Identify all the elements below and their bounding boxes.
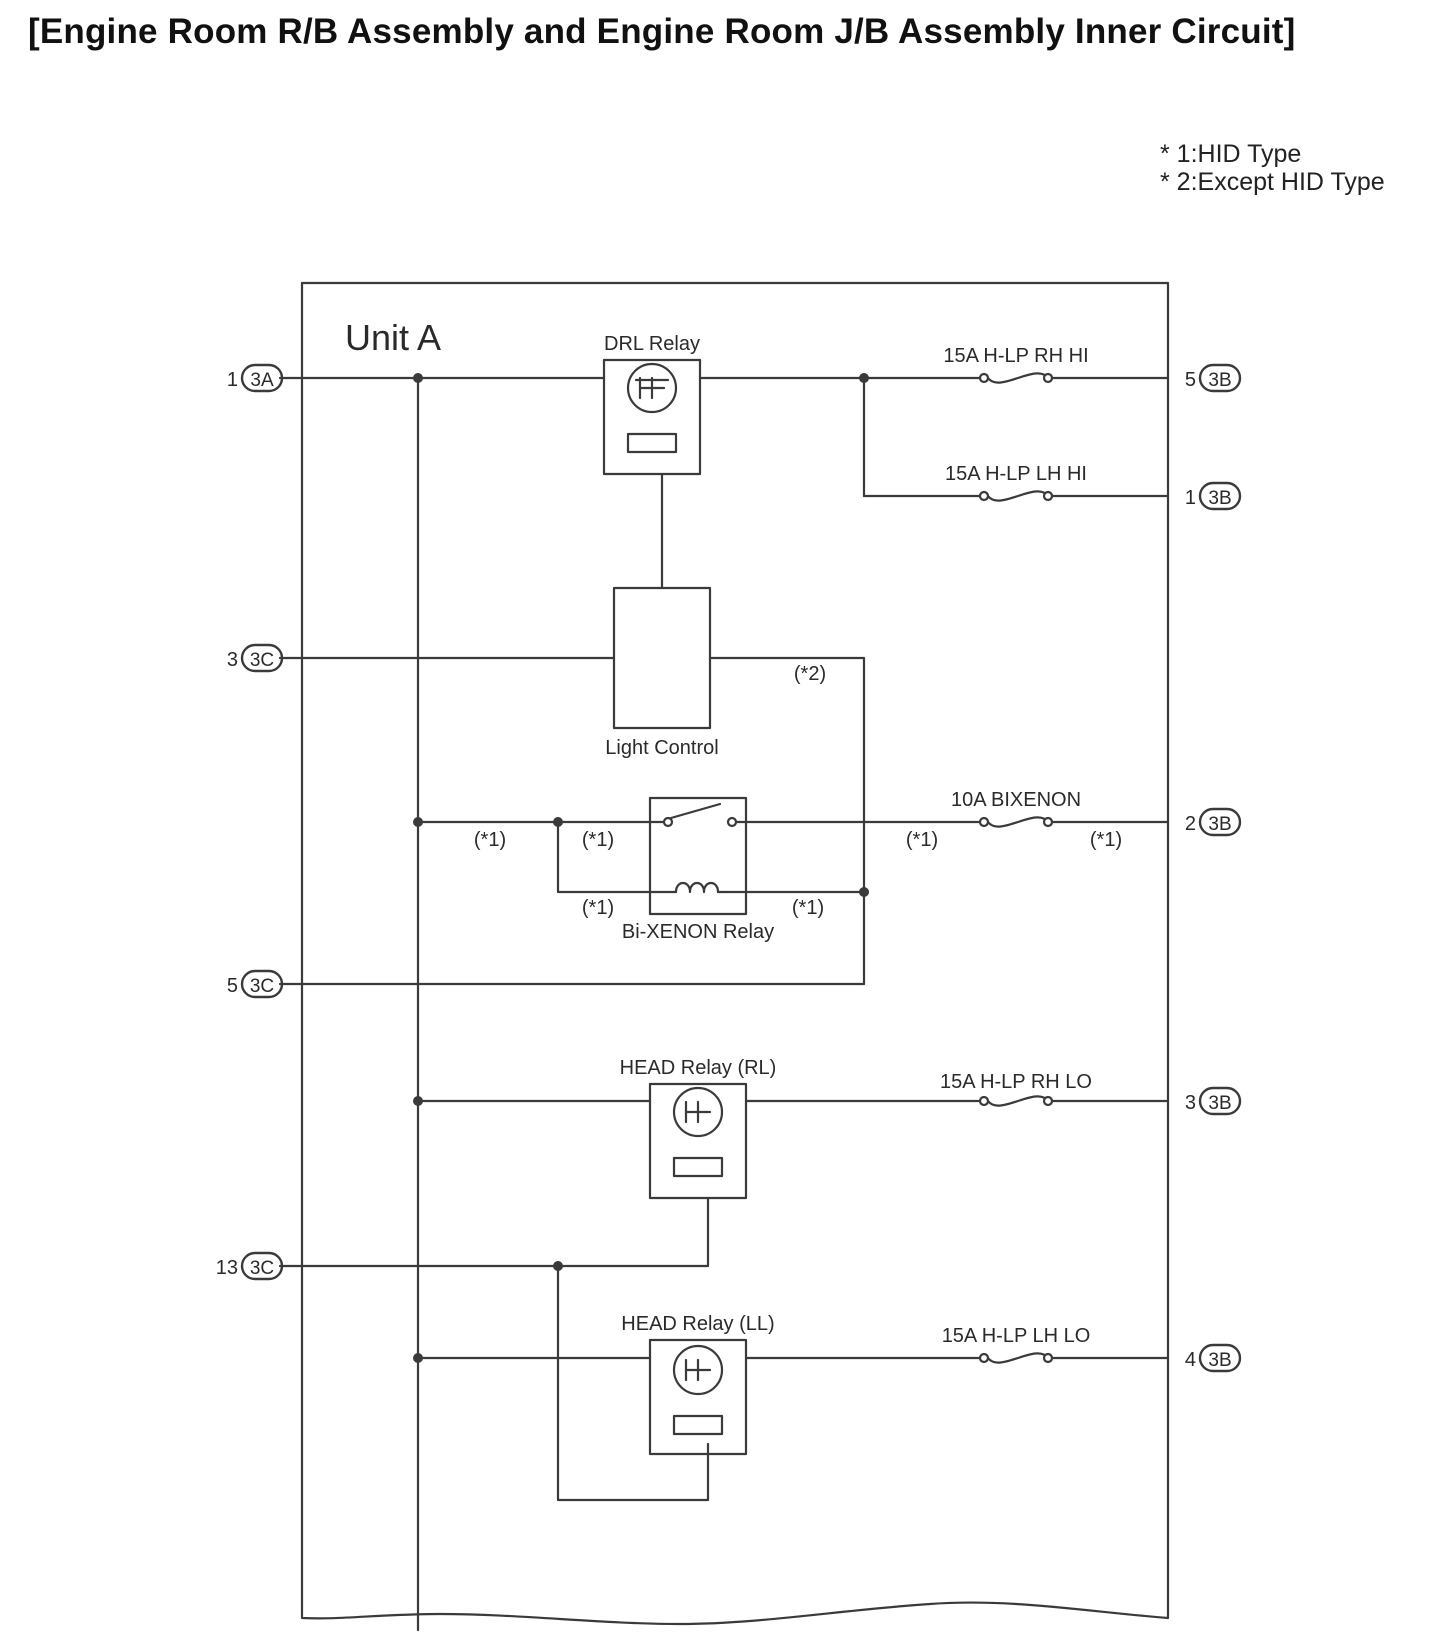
- svg-text:4: 4: [1185, 1349, 1196, 1371]
- bixenon-relay-label: Bi-XENON Relay: [622, 921, 774, 943]
- svg-text:2: 2: [1185, 813, 1196, 835]
- bixenon-relay: [648, 796, 748, 916]
- svg-text:3B: 3B: [1208, 488, 1231, 509]
- connector-left-3a-pin1: 1 3A: [227, 363, 284, 393]
- connector-right-3b-pin3: 3 3B: [1185, 1086, 1242, 1116]
- fuse-rh-lo: [978, 1095, 1054, 1107]
- light-control-label: Light Control: [605, 737, 718, 759]
- drl-relay-label: DRL Relay: [604, 333, 700, 355]
- connector-right-3b-pin4: 4 3B: [1185, 1343, 1242, 1373]
- svg-text:3B: 3B: [1208, 1093, 1231, 1114]
- fuse-lh-lo-label: 15A H-LP LH LO: [942, 1325, 1091, 1347]
- drl-relay: [602, 358, 702, 476]
- wire-control-star2: [708, 656, 866, 986]
- fuse-lh-lo: [978, 1352, 1054, 1364]
- fuse-rh-lo-label: 15A H-LP RH LO: [940, 1071, 1092, 1093]
- svg-text:13: 13: [216, 1257, 238, 1279]
- wire-head-ll-coil-loop: [556, 1264, 710, 1502]
- marker-star1-d: (*1): [1090, 829, 1122, 851]
- connector-left-3c-pin5: 5 3C: [227, 969, 284, 999]
- svg-text:1: 1: [1185, 487, 1196, 509]
- connector-left-3c-pin13: 13 3C: [216, 1251, 284, 1281]
- svg-text:3C: 3C: [250, 1258, 274, 1279]
- marker-star1-b: (*1): [582, 829, 614, 851]
- svg-text:5: 5: [227, 975, 238, 997]
- type-notes: * 1:HID Type * 2:Except HID Type: [1160, 140, 1385, 196]
- svg-text:3B: 3B: [1208, 1350, 1231, 1371]
- svg-text:3C: 3C: [250, 650, 274, 671]
- connector-left-3c-pin3: 3 3C: [227, 643, 284, 673]
- junction-dots: [413, 373, 869, 1363]
- head-relay-ll-label: HEAD Relay (LL): [621, 1313, 774, 1335]
- marker-star1-a: (*1): [474, 829, 506, 851]
- note-hid-type: * 1:HID Type: [1160, 140, 1302, 168]
- head-relay-rl: [648, 1082, 748, 1200]
- svg-text:3: 3: [227, 649, 238, 671]
- connector-right-3b-pin1: 1 3B: [1185, 481, 1242, 511]
- svg-text:3B: 3B: [1208, 814, 1231, 835]
- svg-text:5: 5: [1185, 369, 1196, 391]
- wire-bixenon-coil-loop: [556, 820, 678, 894]
- marker-star1-e: (*1): [582, 897, 614, 919]
- svg-text:1: 1: [227, 369, 238, 391]
- svg-text:3: 3: [1185, 1092, 1196, 1114]
- fuse-rh-hi: [978, 372, 1054, 384]
- wire-head-rl-coil: [278, 1196, 710, 1268]
- unit-label: Unit A: [345, 317, 441, 358]
- fuse-rh-hi-label: 15A H-LP RH HI: [943, 345, 1088, 367]
- fuse-lh-hi: [978, 490, 1054, 502]
- connector-right-3b-pin2: 2 3B: [1185, 807, 1242, 837]
- svg-text:3C: 3C: [250, 976, 274, 997]
- marker-star1-c: (*1): [906, 829, 938, 851]
- light-control-box: [612, 586, 712, 730]
- svg-text:3B: 3B: [1208, 370, 1231, 391]
- unit-frame: [300, 281, 1170, 1626]
- head-relay-rl-label: HEAD Relay (RL): [620, 1057, 777, 1079]
- page-title: [Engine Room R/B Assembly and Engine Roo…: [28, 12, 1296, 51]
- head-relay-ll: [648, 1338, 748, 1456]
- svg-text:3A: 3A: [250, 370, 274, 391]
- connector-right-3b-pin5: 5 3B: [1185, 363, 1242, 393]
- marker-star2: (*2): [794, 663, 826, 685]
- fuse-lh-hi-label: 15A H-LP LH HI: [945, 463, 1087, 485]
- fuse-bixenon: [978, 816, 1054, 828]
- marker-star1-f: (*1): [792, 897, 824, 919]
- fuse-bixenon-label: 10A BIXENON: [951, 789, 1081, 811]
- note-except-hid-type: * 2:Except HID Type: [1160, 168, 1385, 196]
